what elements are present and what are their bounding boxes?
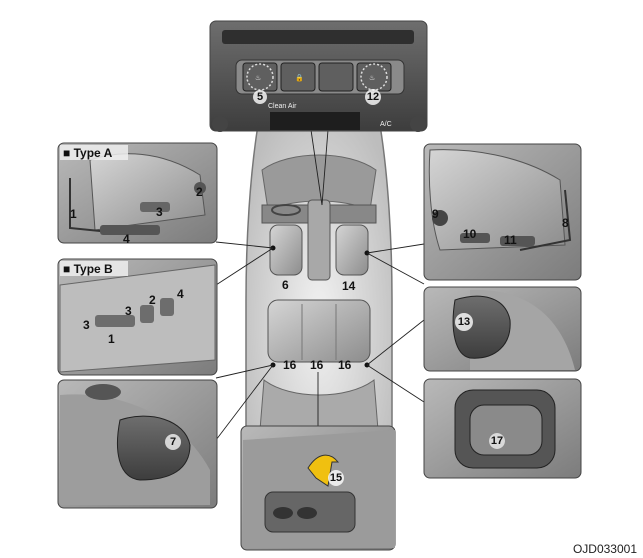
callout-1: 1 <box>70 207 77 221</box>
callout-8: 8 <box>562 216 569 230</box>
seat-heat-icon: ♨ <box>369 74 375 82</box>
callout-1b: 1 <box>108 332 115 346</box>
callout-16-right: 16 <box>338 358 352 372</box>
seat-fold-lever-panel <box>423 378 582 479</box>
callout-labels: 1 2 3 4 3 1 3 2 4 5 12 6 7 8 9 10 11 13 … <box>70 89 569 486</box>
callout-3b: 3 <box>83 318 90 332</box>
callout-17: 17 <box>491 435 503 447</box>
callout-2: 2 <box>196 185 203 199</box>
callout-14: 14 <box>342 279 356 293</box>
callout-4: 4 <box>123 232 130 246</box>
callout-5: 5 <box>257 91 263 103</box>
clean-air-label: Clean Air <box>268 103 297 110</box>
callout-9: 9 <box>432 207 439 221</box>
callout-2b: 2 <box>149 293 156 307</box>
type-a-panel: ■ Type A <box>57 142 218 244</box>
passenger-seat-panel <box>423 143 582 281</box>
seat-heat-icon: ♨ <box>255 74 261 82</box>
car-top-view <box>245 124 393 516</box>
callout-12: 12 <box>367 91 379 103</box>
headrest-panel-left <box>57 379 218 509</box>
recirculation-button[interactable] <box>318 62 354 92</box>
lock-icon: 🔒 <box>295 74 304 82</box>
headrest-panel-right <box>423 286 582 372</box>
callout-16-left: 16 <box>283 358 297 372</box>
figure-code: OJD033001 <box>572 542 637 556</box>
callout-16-center: 16 <box>310 358 324 372</box>
dashboard-panel: ♨ ♨ 🔒 Clean Air A/C <box>209 20 428 132</box>
callout-7: 7 <box>170 436 176 448</box>
callout-4b: 4 <box>177 287 184 301</box>
callout-3: 3 <box>156 205 163 219</box>
callout-15: 15 <box>330 472 342 484</box>
callout-10: 10 <box>463 227 477 241</box>
callout-6: 6 <box>282 278 289 292</box>
armrest-panel <box>240 425 396 551</box>
callout-3c: 3 <box>125 304 132 318</box>
type-b-label: ■ Type B <box>63 262 113 276</box>
type-a-label: ■ Type A <box>63 146 113 160</box>
callout-13: 13 <box>458 316 470 328</box>
callout-11: 11 <box>504 233 517 247</box>
type-b-panel: ■ Type B <box>57 258 218 376</box>
ac-label: A/C <box>380 121 392 128</box>
leader-lines <box>215 129 425 441</box>
lock-button[interactable] <box>280 62 316 92</box>
